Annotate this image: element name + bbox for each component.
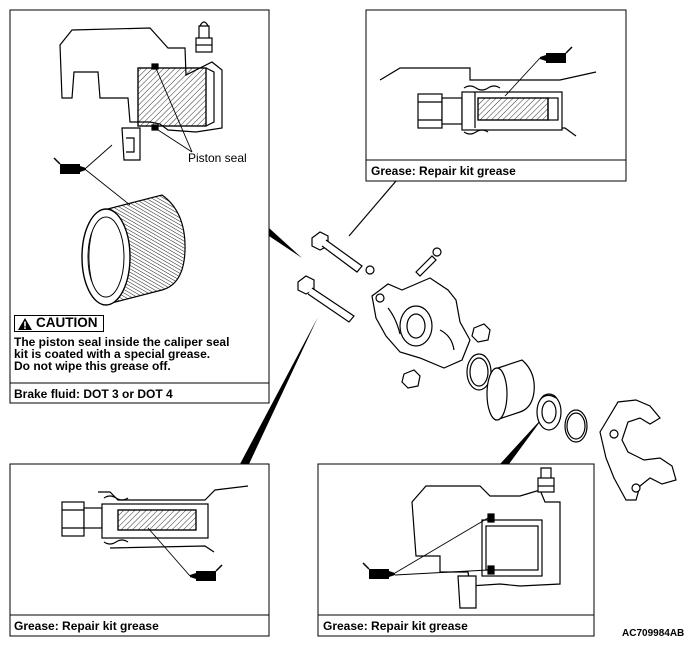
caution-heading-box: [14, 315, 104, 332]
caution-line-3: Do not wipe this grease off.: [14, 359, 171, 373]
panel-grease-bottom-right: [317, 463, 595, 637]
brake-fluid-label: Brake fluid: DOT 3 or DOT 4: [14, 387, 173, 401]
grease-tube-icon-panel1: [53, 157, 86, 174]
leader-wedge-top-left: [269, 228, 302, 258]
caution-title: CAUTION: [36, 315, 98, 330]
grease-tube-icon-panel4: [362, 562, 395, 579]
panel-piston-seal: [9, 9, 270, 404]
slide-pin-section-bottom: [61, 485, 249, 553]
dust-cap-left: [401, 369, 421, 389]
piston-seal-label: Piston seal: [188, 151, 247, 165]
grease-leader-panel3: [147, 527, 191, 577]
grease-label-top-right: Grease: Repair kit grease: [371, 164, 516, 178]
grease-leader-panel1-b: [85, 169, 131, 206]
leader-line-top-right: [348, 180, 397, 237]
dust-cap-right: [471, 323, 491, 343]
panel-grease-bottom-left: [9, 463, 270, 637]
grease-leader-panel1-a: [85, 144, 113, 169]
grease-leader-panel2: [504, 57, 541, 97]
figure-id: AC709984AB: [622, 628, 685, 639]
exploded-assembly: [297, 231, 677, 501]
bleeder-screw: [415, 255, 437, 277]
caliper-section-drawing-bottom: [411, 467, 561, 609]
piston-drawing: [81, 194, 186, 306]
caution-line-2: kit is coated with a special grease.: [14, 347, 211, 361]
grease-tube-icon-panel2: [540, 46, 573, 63]
leader-wedge-bottom-right: [500, 415, 545, 464]
panel-grease-top-right: [365, 9, 627, 182]
slide-pin-section-top: [379, 67, 597, 137]
grease-label-bottom-right: Grease: Repair kit grease: [323, 619, 468, 633]
grease-label-bottom-left: Grease: Repair kit grease: [14, 619, 159, 633]
boot-small: [365, 265, 375, 275]
leader-wedge-bottom-left: [240, 317, 318, 464]
caliper-support: [599, 399, 677, 501]
grease-leader-panel4-b: [394, 569, 489, 576]
piston-seal-leader-a: [154, 65, 193, 153]
grease-leader-panel4-a: [394, 517, 489, 574]
caliper-section-drawing: [59, 21, 223, 161]
caution-line-1: The piston seal inside the caliper seal: [14, 335, 230, 349]
grease-tube-icon-panel3: [190, 564, 223, 581]
piston-seal-leader-b: [154, 127, 193, 153]
warning-triangle-icon: [18, 318, 32, 330]
